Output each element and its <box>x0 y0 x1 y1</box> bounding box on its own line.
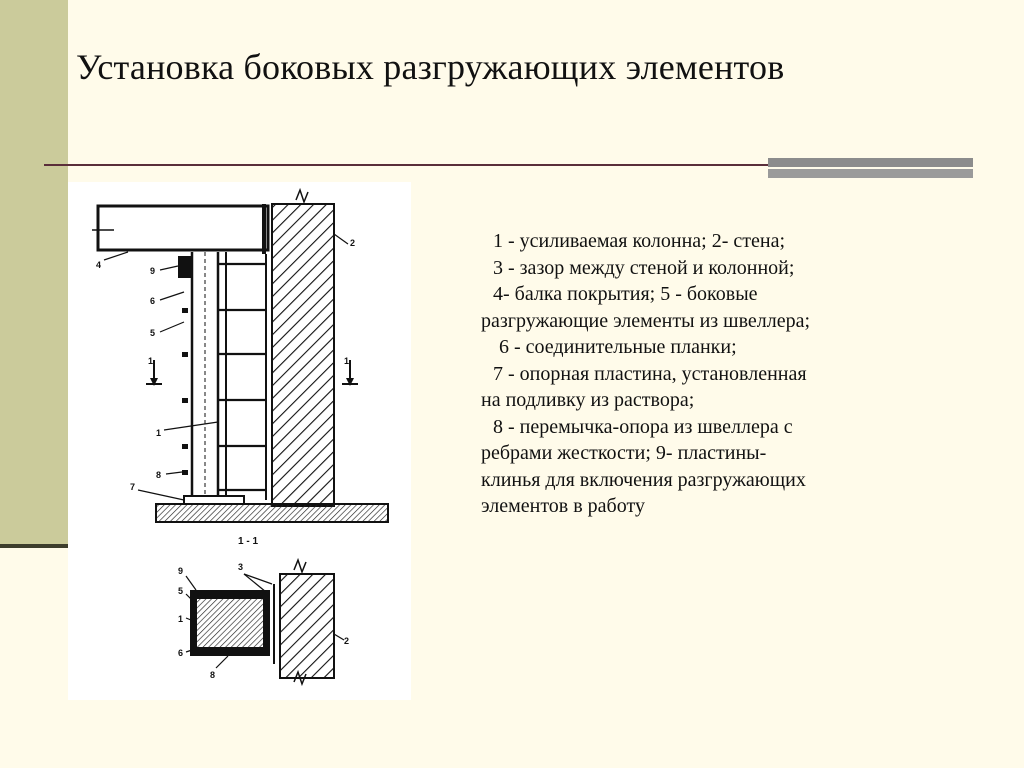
plan-callout-2: 2 <box>344 636 349 646</box>
plan-wall-break-top <box>293 557 307 575</box>
wedge-plates <box>178 256 192 278</box>
legend-line: 7 - опорная пластина, установленная <box>493 362 807 385</box>
leader-lines <box>103 233 349 501</box>
plan-column-hatched <box>195 597 265 649</box>
legend-line: 3 - зазор между стеной и колонной; <box>493 256 795 279</box>
slide-title: Установка боковых разгружающих элементов <box>76 47 785 87</box>
legend-text: 1 - усиливаемая колонна; 2- стена; 3 - з… <box>481 228 921 520</box>
legend-line: 8 - перемычка-опора из швеллера с <box>493 415 793 438</box>
plan-channel-bottom <box>190 648 270 656</box>
callout-1-right: 1 <box>344 356 349 366</box>
wall-break-mark <box>295 187 309 205</box>
callout-2: 2 <box>350 238 355 248</box>
section-mark-left <box>146 360 162 386</box>
plan-callout-9: 9 <box>178 566 183 576</box>
connecting-straps <box>218 262 266 492</box>
plan-leaders <box>185 573 345 669</box>
legend-line: 1 - усиливаемая колонна; 2- стена; <box>493 230 786 252</box>
title-divider-bar <box>768 158 973 178</box>
legend-line: клинья для включения разгружающих <box>481 468 806 491</box>
plan-callout-3: 3 <box>238 562 243 572</box>
callout-7: 7 <box>130 482 135 492</box>
technical-drawing: 2 4 9 6 5 1 1 1 8 7 1 - 1 9 5 1 6 8 3 2 <box>68 182 411 700</box>
plan-callout-5: 5 <box>178 586 183 596</box>
callout-6: 6 <box>150 296 155 306</box>
section-label: 1 - 1 <box>238 536 258 547</box>
left-band-underline <box>0 544 68 548</box>
legend-line: ребрами жесткости; 9- пластины- <box>481 442 767 464</box>
wall-hatched <box>271 203 335 507</box>
callout-1-column: 1 <box>156 428 161 438</box>
callout-1-left: 1 <box>148 356 153 366</box>
plan-wall-hatched <box>279 573 335 679</box>
plan-callout-6: 6 <box>178 648 183 658</box>
left-plates <box>182 308 188 475</box>
drawing-svg: 2 4 9 6 5 1 1 1 8 7 1 - 1 9 5 1 6 8 3 2 <box>92 187 389 687</box>
base-slab <box>155 503 389 523</box>
plan-callout-8: 8 <box>210 670 215 680</box>
plan-callout-1: 1 <box>178 614 183 624</box>
title-divider <box>44 164 770 166</box>
callout-9: 9 <box>150 266 155 276</box>
callout-4: 4 <box>96 260 101 270</box>
section-mark-right <box>342 360 358 386</box>
callout-5: 5 <box>150 328 155 338</box>
legend-line: элементов в работу <box>481 495 645 517</box>
left-accent-band <box>0 0 68 548</box>
legend-line: 4- балка покрытия; 5 - боковые <box>493 283 758 305</box>
plan-wall-break-bottom <box>293 669 307 687</box>
plan-side-right <box>264 590 270 656</box>
legend-line: разгружающие элементы из швеллера; <box>481 309 811 332</box>
legend-line: на подливку из раствора; <box>481 389 695 411</box>
plan-side-left <box>190 590 196 656</box>
plan-channel-top <box>190 590 270 598</box>
roof-beam <box>96 204 270 252</box>
legend-line: 6 - соединительные планки; <box>499 336 737 358</box>
support-plate <box>183 495 245 505</box>
callout-8: 8 <box>156 470 161 480</box>
